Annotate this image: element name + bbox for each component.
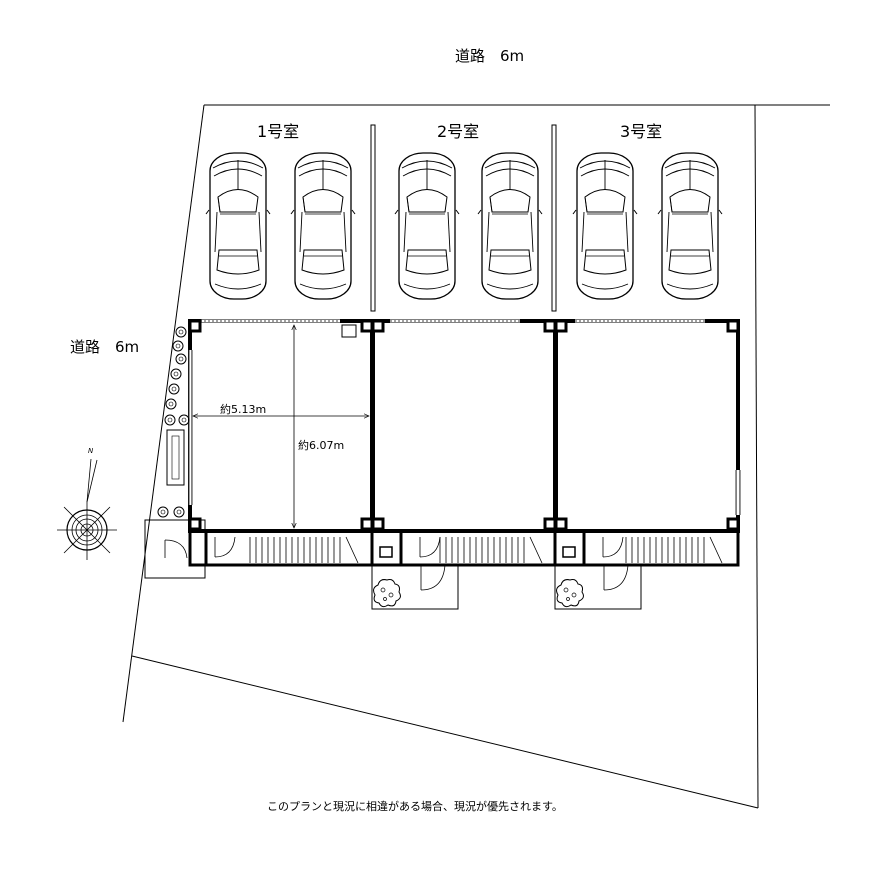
compass-rose-icon xyxy=(57,458,117,560)
unit-walls xyxy=(188,319,740,533)
dimension-width: 約5.13m xyxy=(220,402,266,416)
columns xyxy=(188,319,740,531)
utility-boxes xyxy=(379,546,576,558)
shrub-icon xyxy=(556,579,584,608)
parking-dividers xyxy=(370,124,557,312)
shrub-icon xyxy=(173,506,185,518)
stair-corridor xyxy=(188,529,740,567)
car-icon xyxy=(572,152,638,300)
room-label-1: 1号室 xyxy=(257,122,299,141)
shrub-icon xyxy=(373,579,401,608)
stairs-icon xyxy=(249,536,723,564)
parking-cars xyxy=(205,152,723,300)
shrub-icon xyxy=(172,340,184,352)
room-label-3: 3号室 xyxy=(620,122,662,141)
west-planter xyxy=(166,429,185,486)
dimension-depth: 約6.07m xyxy=(298,438,344,452)
room-label-2: 2号室 xyxy=(437,122,479,141)
shrub-icon xyxy=(164,414,176,426)
shrub-icon xyxy=(170,368,182,380)
shrub-icon xyxy=(175,353,187,365)
shrub-icon xyxy=(168,383,180,395)
shrub-icon xyxy=(165,398,177,410)
disclaimer-note: このプランと現況に相違がある場合、現況が優先されます。 xyxy=(267,799,563,813)
shrub-icon xyxy=(175,326,187,338)
road-label-west: 道路 6m xyxy=(70,338,139,356)
car-icon xyxy=(290,152,356,300)
car-icon xyxy=(477,152,543,300)
meter-box xyxy=(341,324,357,338)
compass-north-mark: N xyxy=(88,447,94,455)
dimension-lines xyxy=(193,325,369,528)
corridor-partitions xyxy=(204,531,586,565)
door-swing-icon xyxy=(164,539,629,591)
door-swing-icon xyxy=(214,536,624,558)
car-icon xyxy=(205,152,271,300)
entry-porches xyxy=(144,519,642,610)
car-icon xyxy=(657,152,723,300)
shrub-icon xyxy=(157,506,169,518)
shrub-icon xyxy=(178,414,190,426)
road-label-north: 道路 6m xyxy=(455,47,524,65)
building xyxy=(188,319,741,567)
car-icon xyxy=(394,152,460,300)
site-boundary xyxy=(122,104,830,809)
